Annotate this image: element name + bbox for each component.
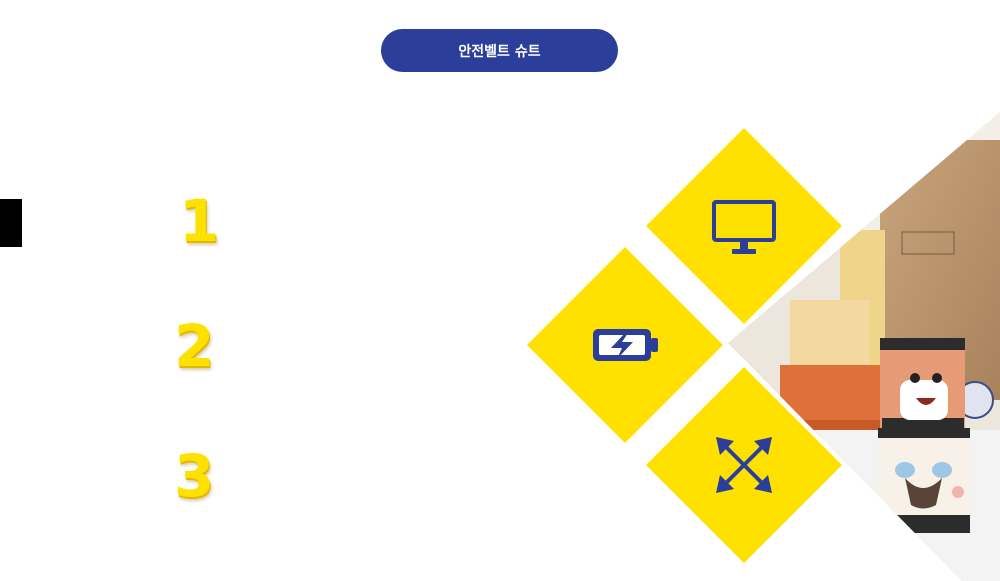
step-number-2: 2 — [174, 312, 215, 380]
expand-diamond[interactable] — [646, 367, 842, 563]
expand-arrows-icon — [724, 445, 764, 485]
monitor-diamond[interactable] — [646, 128, 842, 324]
title-button[interactable]: 안전벨트 슈트 — [381, 29, 618, 72]
side-tab[interactable] — [0, 199, 22, 247]
battery-diamond[interactable] — [527, 247, 723, 443]
step-number-1: 1 — [179, 187, 220, 255]
monitor-icon — [712, 200, 776, 254]
step-number-3: 3 — [174, 442, 215, 510]
battery-charging-icon — [593, 329, 658, 361]
